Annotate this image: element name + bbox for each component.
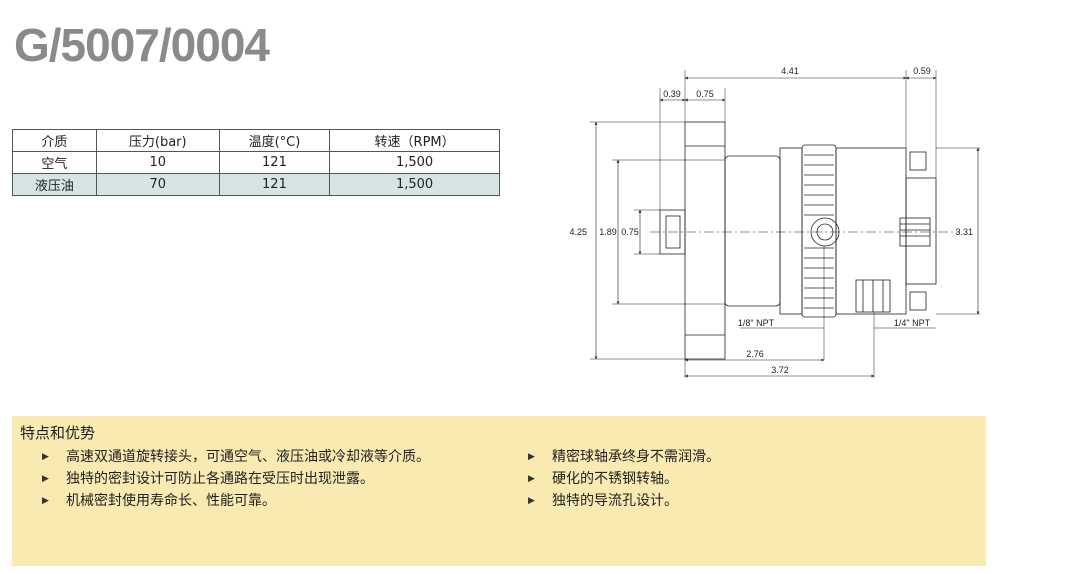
rear-screw [909,151,927,171]
col-header-speed: 转速（RPM） [329,129,500,152]
bullet-icon: ▶ [42,452,49,462]
feature-text: 硬化的不锈钢转轴。 [552,471,678,487]
dim-0-59: 0.59 [913,66,931,76]
bullet-icon: ▶ [42,474,49,484]
dim-3-31: 3.31 [955,227,973,237]
shaft-stub-inner [665,215,681,249]
dim-0-75-left: 0.75 [621,227,639,237]
dim-4-25: 4.25 [569,227,587,237]
port-circle [810,217,840,247]
rear-port [899,217,931,247]
col-header-temperature: 温度(°C) [218,129,331,152]
table-cell: 1,500 [329,173,500,196]
dimension-arrows [594,76,980,378]
dim-2-76: 2.76 [746,349,764,359]
list-item: ▶ 独特的导流孔设计。 [528,490,720,512]
table-cell: 液压油 [12,173,97,196]
list-item: ▶ 机械密封使用寿命长、性能可靠。 [42,490,430,512]
table-cell: 空气 [12,151,97,174]
technical-drawing: 4.41 0.59 0.39 0.75 4.25 1.89 0.75 3.31 … [569,66,980,378]
product-code-title: G/5007/0004 [14,19,270,71]
spec-table-header: 介质 压力(bar) 温度(°C) 转速（RPM） [12,129,500,152]
feature-text: 精密球轴承终身不需润滑。 [552,449,720,465]
table-cell: 121 [218,151,331,174]
list-item: ▶ 精密球轴承终身不需润滑。 [528,446,720,468]
feature-text: 独特的密封设计可防止各通路在受压时出现泄露。 [66,471,374,487]
list-item: ▶ 高速双通道旋转接头，可通空气、液压油或冷却液等介质。 [42,446,430,468]
spec-table: 介质 压力(bar) 温度(°C) 转速（RPM） 空气 10 121 1,50… [12,129,500,196]
table-cell: 1,500 [329,151,500,174]
col-header-pressure: 压力(bar) [95,129,220,152]
dim-npt-1-8: 1/8ʺ NPT [738,318,775,328]
feature-text: 机械密封使用寿命长、性能可靠。 [66,493,276,509]
dim-1-89: 1.89 [599,227,617,237]
dim-3-72: 3.72 [771,365,789,375]
table-row: 液压油 70 121 1,500 [12,173,500,196]
rear-cap [905,177,937,285]
bullet-icon: ▶ [42,496,49,506]
table-cell: 121 [218,173,331,196]
table-cell: 70 [95,173,220,196]
features-list-right: ▶ 精密球轴承终身不需润滑。 ▶ 硬化的不锈钢转轴。 ▶ 独特的导流孔设计。 [528,446,720,512]
bullet-icon: ▶ [528,452,535,462]
rear-body [835,147,907,315]
dim-0-39: 0.39 [663,89,681,99]
shaft-stub [659,209,686,255]
table-row: 空气 10 121 1,500 [12,151,500,174]
features-list-left: ▶ 高速双通道旋转接头，可通空气、液压油或冷却液等介质。 ▶ 独特的密封设计可防止各… [42,446,430,512]
feature-text: 高速双通道旋转接头，可通空气、液压油或冷却液等介质。 [66,449,430,465]
feature-text: 独特的导流孔设计。 [552,493,678,509]
cooling-fins [801,144,837,318]
list-item: ▶ 独特的密封设计可防止各通路在受压时出现泄露。 [42,468,430,490]
housing-neck [779,147,803,315]
features-panel: 特点和优势 ▶ 高速双通道旋转接头，可通空气、液压油或冷却液等介质。 ▶ 独特的密封… [12,416,986,566]
rear-screw [909,291,927,311]
table-cell: 10 [95,151,220,174]
bullet-icon: ▶ [528,496,535,506]
port-circle-inner [816,223,834,241]
housing [724,155,781,307]
dim-4-41: 4.41 [781,66,799,76]
flange [684,121,726,360]
bullet-icon: ▶ [528,474,535,484]
list-item: ▶ 硬化的不锈钢转轴。 [528,468,720,490]
features-title: 特点和优势 [20,424,96,442]
dim-npt-1-4: 1/4ʺ NPT [894,318,931,328]
col-header-medium: 介质 [12,129,97,152]
dim-0-75-top: 0.75 [696,89,714,99]
